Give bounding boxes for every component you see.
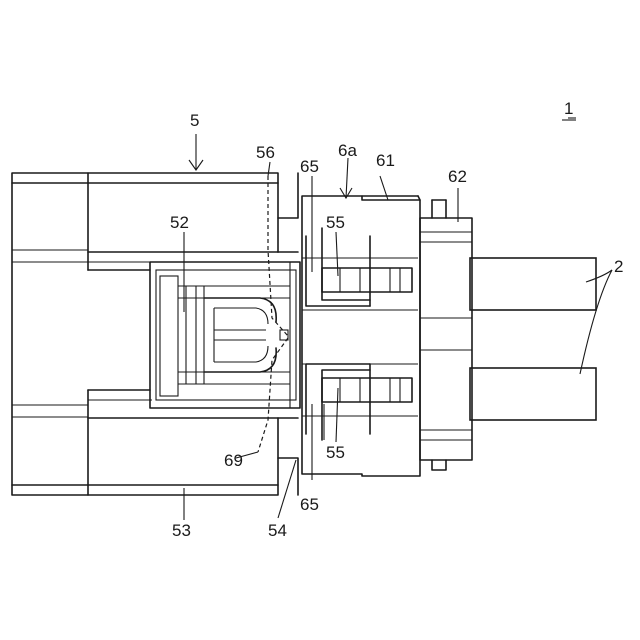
label-54: 54 [268, 521, 287, 540]
housing-5 [12, 173, 298, 495]
lock-window [150, 262, 300, 408]
wire-group [470, 258, 596, 420]
reference-numerals: 1 5 56 6a 61 62 65 55 52 2 55 69 65 53 5… [170, 99, 623, 540]
leader-lines [184, 118, 612, 520]
label-69: 69 [224, 451, 243, 470]
label-2: 2 [614, 257, 623, 276]
label-56: 56 [256, 143, 275, 162]
label-5: 5 [190, 111, 199, 130]
wire-upper [470, 258, 596, 310]
label-53: 53 [172, 521, 191, 540]
label-61: 61 [376, 151, 395, 170]
label-55-upper: 55 [326, 213, 345, 232]
cap-62 [420, 200, 472, 470]
wire-lower [470, 368, 596, 420]
label-1: 1 [564, 99, 573, 118]
label-6a: 6a [338, 141, 357, 160]
label-65-lower: 65 [300, 495, 319, 514]
hidden-edge-69 [258, 338, 288, 452]
holder-61 [302, 196, 420, 476]
label-62: 62 [448, 167, 467, 186]
label-55-lower: 55 [326, 443, 345, 462]
label-52: 52 [170, 213, 189, 232]
label-65-upper: 65 [300, 157, 319, 176]
